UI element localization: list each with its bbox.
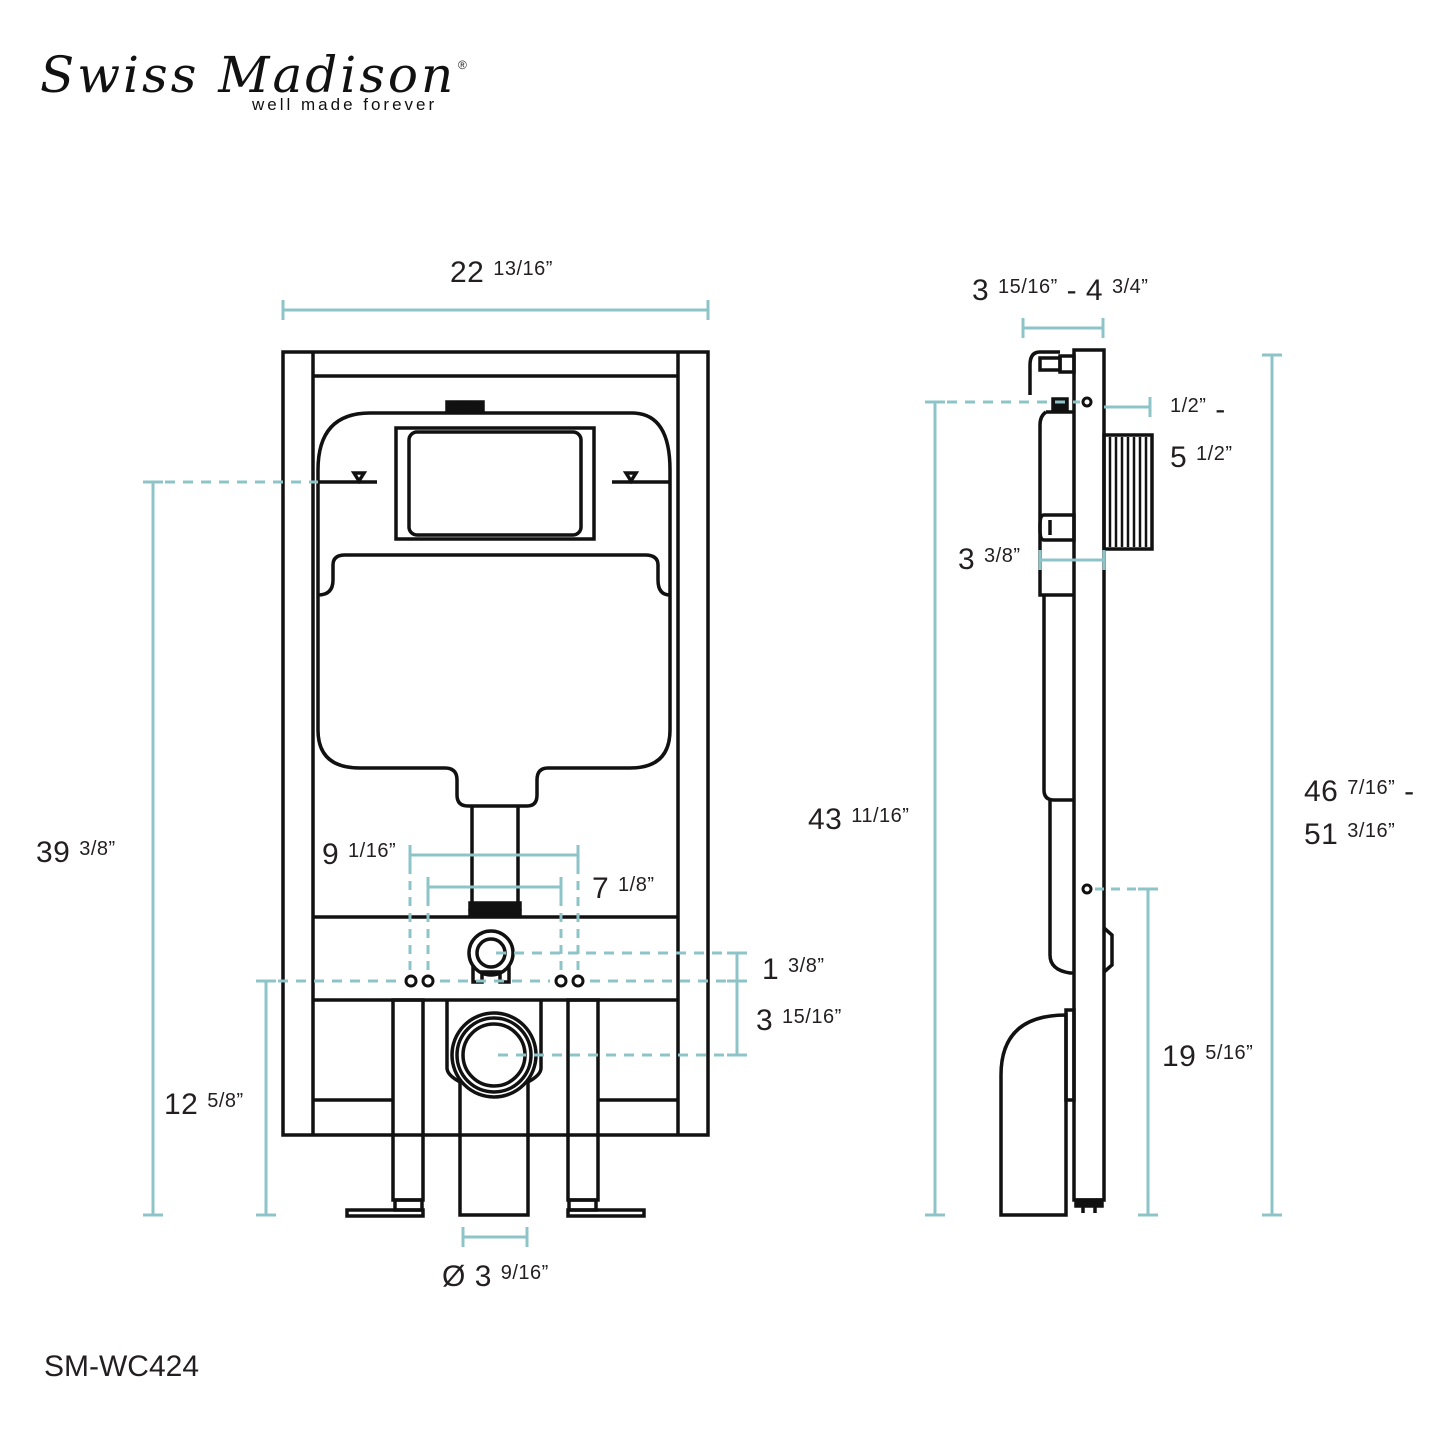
dim-fraction: 11/16” <box>851 805 910 827</box>
dim-whole: 39 <box>36 836 71 869</box>
dim-separator: - <box>1206 393 1226 426</box>
actuator-height-label: 43 11/16” <box>808 805 909 835</box>
dim-fraction: 5/16” <box>1205 1042 1254 1064</box>
dim-whole: 43 <box>808 803 843 836</box>
dim-whole: 1 <box>762 953 780 986</box>
dim-separator: - <box>1057 274 1086 307</box>
front-bolt-height-label: 12 5/8” <box>164 1090 244 1120</box>
dim-fraction: 3/4” <box>1111 276 1149 298</box>
dim-fraction: 13/16” <box>493 258 553 280</box>
supply-offset-label: 1 3/8” <box>762 955 825 985</box>
dim-fraction: 1/2” <box>1170 395 1207 417</box>
brand-logo: Swiss Madison ® well made forever <box>40 50 467 114</box>
tank-depth-label: 3 3/8” <box>958 545 1021 575</box>
dim-whole: 19 <box>1162 1040 1197 1073</box>
total-height-label-2: 51 3/16” <box>1304 820 1395 850</box>
dim-fraction: 1/8” <box>618 874 655 896</box>
front-view-outline <box>281 350 710 1218</box>
inner-bolt-spacing-label: 7 1/8” <box>592 874 655 904</box>
drain-offset-label: 3 15/16” <box>756 1006 842 1036</box>
wall-finish-range-label-2: 5 1/2” <box>1170 443 1233 473</box>
dim-fraction: 3/8” <box>788 955 825 977</box>
dim-whole: 51 <box>1304 818 1339 851</box>
front-view-dimension-lines <box>143 300 747 1247</box>
drain-diameter-label: Ø 3 9/16” <box>442 1262 549 1292</box>
wall-finish-ribbing <box>1108 437 1148 547</box>
wall-finish-range-label-1: 1/2” - <box>1170 395 1226 425</box>
brand-name: Swiss Madison <box>40 46 457 104</box>
dim-whole: 9 <box>322 838 340 871</box>
brand-tagline: well made forever <box>252 95 438 114</box>
flush-height-label: 39 3/8” <box>36 838 116 868</box>
dim-fraction: 3/8” <box>79 838 116 860</box>
dim-whole: 3 <box>474 1260 492 1293</box>
registered-mark: ® <box>458 58 467 72</box>
frame-depth-label: 3 15/16” - 4 3/4” <box>972 276 1148 306</box>
dim-whole: 3 <box>756 1004 774 1037</box>
side-bolt-height-label: 19 5/16” <box>1162 1042 1253 1072</box>
dim-whole: 7 <box>592 872 610 905</box>
dim-fraction: 9/16” <box>500 1262 549 1284</box>
total-height-label-1: 46 7/16” - <box>1304 777 1415 807</box>
dim-fraction: 15/16” <box>782 1006 842 1028</box>
dim-whole: 4 <box>1085 274 1104 307</box>
dim-separator: - <box>1395 775 1415 808</box>
dim-fraction: 15/16” <box>998 276 1058 298</box>
dim-fraction: 3/8” <box>984 545 1021 567</box>
model-number: SM-WC424 <box>44 1350 200 1383</box>
side-view-outline <box>999 348 1154 1217</box>
dim-fraction: 5/8” <box>207 1090 244 1112</box>
dim-whole: 46 <box>1304 775 1339 808</box>
dim-fraction: 1/2” <box>1196 443 1233 465</box>
dim-whole: 5 <box>1170 441 1188 474</box>
dim-fraction: 7/16” <box>1347 777 1396 799</box>
overall-width-label: 22 13/16” <box>450 258 553 288</box>
dim-fraction: 1/16” <box>348 840 397 862</box>
dim-whole: 12 <box>164 1088 199 1121</box>
dim-whole: 3 <box>972 274 990 307</box>
dim-whole: 22 <box>450 256 485 289</box>
outer-bolt-spacing-label: 9 1/16” <box>322 840 396 870</box>
dim-fraction: 3/16” <box>1347 820 1396 842</box>
diameter-symbol: Ø <box>442 1260 466 1293</box>
dim-whole: 3 <box>958 543 976 576</box>
side-view-dimension-lines <box>925 318 1282 1217</box>
